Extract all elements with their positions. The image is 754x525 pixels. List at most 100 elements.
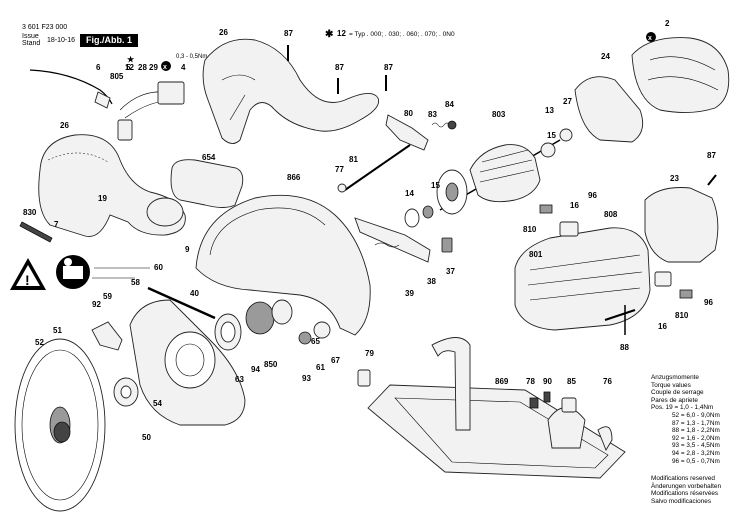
label-866: 866 bbox=[287, 173, 301, 182]
flange-inner bbox=[120, 385, 132, 399]
label-808: 808 bbox=[604, 210, 618, 219]
label-16b: 16 bbox=[658, 322, 667, 331]
armature-windings bbox=[479, 149, 535, 183]
label-2: 2 bbox=[665, 19, 670, 28]
part-labels: 2 4 5 6 7 9 12 13 14 15 16 19 23 24 26 2… bbox=[23, 19, 713, 442]
repeat-labels: 26 87 87 87 96 16 810 15 bbox=[60, 63, 716, 331]
label-85: 85 bbox=[567, 377, 576, 386]
screw bbox=[707, 174, 717, 186]
gear-ring-inner bbox=[220, 321, 236, 343]
x-marker-circle bbox=[646, 32, 656, 42]
label-90: 90 bbox=[543, 377, 552, 386]
label-5: 5 bbox=[126, 63, 131, 72]
label-96b: 96 bbox=[588, 191, 597, 200]
switch-body bbox=[157, 81, 185, 105]
brush bbox=[679, 289, 693, 299]
torque-row: 93 = 3,5 - 4,5Nm bbox=[672, 442, 720, 450]
type-note-marker: ✱ bbox=[325, 29, 334, 40]
label-805: 805 bbox=[110, 72, 124, 81]
label-37: 37 bbox=[446, 267, 455, 276]
svg-text:!: ! bbox=[25, 272, 30, 288]
x-marker: x bbox=[163, 64, 167, 71]
modifications-note: Modifications reserved Änderungen vorbeh… bbox=[651, 475, 751, 505]
angle-bracket bbox=[431, 337, 471, 431]
modifications-line: Änderungen vorbehalten bbox=[651, 482, 721, 490]
label-61: 61 bbox=[316, 363, 325, 372]
label-51: 51 bbox=[53, 326, 62, 335]
switch-terminal bbox=[117, 119, 133, 141]
vent-part bbox=[170, 159, 244, 208]
modifications-line: Salvo modificaciones bbox=[651, 497, 712, 505]
torque-title-en: Torque values bbox=[651, 381, 691, 389]
label-52: 52 bbox=[35, 338, 44, 347]
label-24: 24 bbox=[601, 52, 610, 61]
issue-date: 18-10-16 bbox=[47, 37, 76, 44]
stand-label: Stand bbox=[22, 40, 41, 47]
label-23: 23 bbox=[670, 174, 679, 183]
label-13: 13 bbox=[545, 106, 554, 115]
guard-hole bbox=[164, 331, 216, 389]
label-93: 93 bbox=[302, 374, 311, 383]
issue-label: Issue bbox=[22, 33, 39, 40]
blade-bolt bbox=[53, 421, 71, 443]
bearing bbox=[540, 142, 556, 158]
washer-inner bbox=[422, 205, 434, 219]
type-note-number: 12 bbox=[337, 29, 346, 38]
clip-block bbox=[441, 237, 453, 253]
label-16: 16 bbox=[570, 201, 579, 210]
bolt-small bbox=[543, 391, 551, 403]
torque-title-es: Pares de apriete bbox=[651, 396, 698, 404]
label-65: 65 bbox=[311, 337, 320, 346]
washer bbox=[404, 208, 420, 228]
part-number: 3 601 F23 000 bbox=[22, 24, 68, 31]
label-40: 40 bbox=[190, 289, 199, 298]
torque-table: Anzugsmomente Torque values Couple de se… bbox=[651, 374, 751, 465]
bracket bbox=[354, 217, 431, 263]
handle-housing-grip bbox=[47, 152, 109, 163]
label-84: 84 bbox=[445, 100, 454, 109]
handle-housing-top bbox=[202, 38, 380, 144]
small-lever bbox=[91, 321, 123, 351]
cable-sleeve bbox=[94, 91, 111, 109]
x-marker-circle bbox=[161, 61, 171, 71]
blade-guard-rim bbox=[209, 207, 326, 256]
brush-holder bbox=[559, 221, 579, 237]
label-94: 94 bbox=[251, 365, 260, 374]
knob bbox=[146, 197, 184, 227]
label-830: 830 bbox=[23, 208, 37, 217]
label-14: 14 bbox=[405, 189, 414, 198]
label-59: 59 bbox=[103, 292, 112, 301]
stator-windings bbox=[647, 56, 719, 91]
label-92: 92 bbox=[92, 300, 101, 309]
modifications-line: Modifications réservées bbox=[651, 490, 719, 498]
torque-title-de: Anzugsmomente bbox=[651, 374, 699, 381]
motor-housing-cover bbox=[574, 76, 644, 143]
armature-fan-hub bbox=[445, 182, 459, 202]
type-note-text: = Typ . 000; . 030; . 060; . 070; . 0N0 bbox=[349, 31, 455, 38]
label-50: 50 bbox=[142, 433, 151, 442]
label-58: 58 bbox=[131, 278, 140, 287]
modifications-line: Modifications reserved bbox=[651, 475, 715, 482]
spring bbox=[431, 122, 451, 128]
label-810: 810 bbox=[523, 225, 537, 234]
label-80: 80 bbox=[404, 109, 413, 118]
motor-housing-ribs bbox=[527, 254, 643, 301]
handle-housing-detail bbox=[221, 74, 256, 121]
knob-small bbox=[561, 397, 577, 413]
label-29: 29 bbox=[149, 63, 158, 72]
label-6: 6 bbox=[96, 63, 101, 72]
label-38: 38 bbox=[427, 277, 436, 286]
spindle-rod bbox=[344, 144, 411, 191]
label-39: 39 bbox=[405, 289, 414, 298]
label-12: 12 bbox=[125, 63, 134, 72]
torque-row: 52 = 6,0 - 9,0Nm bbox=[672, 411, 720, 419]
warning-icon: ! bbox=[10, 258, 46, 290]
label-88: 88 bbox=[620, 343, 629, 352]
rod bbox=[147, 286, 216, 320]
depth-scale bbox=[547, 407, 586, 449]
label-28: 28 bbox=[138, 63, 147, 72]
brush bbox=[539, 204, 553, 214]
torque-row: Pos. 19 = 1,0 - 1,4Nm bbox=[651, 404, 714, 412]
